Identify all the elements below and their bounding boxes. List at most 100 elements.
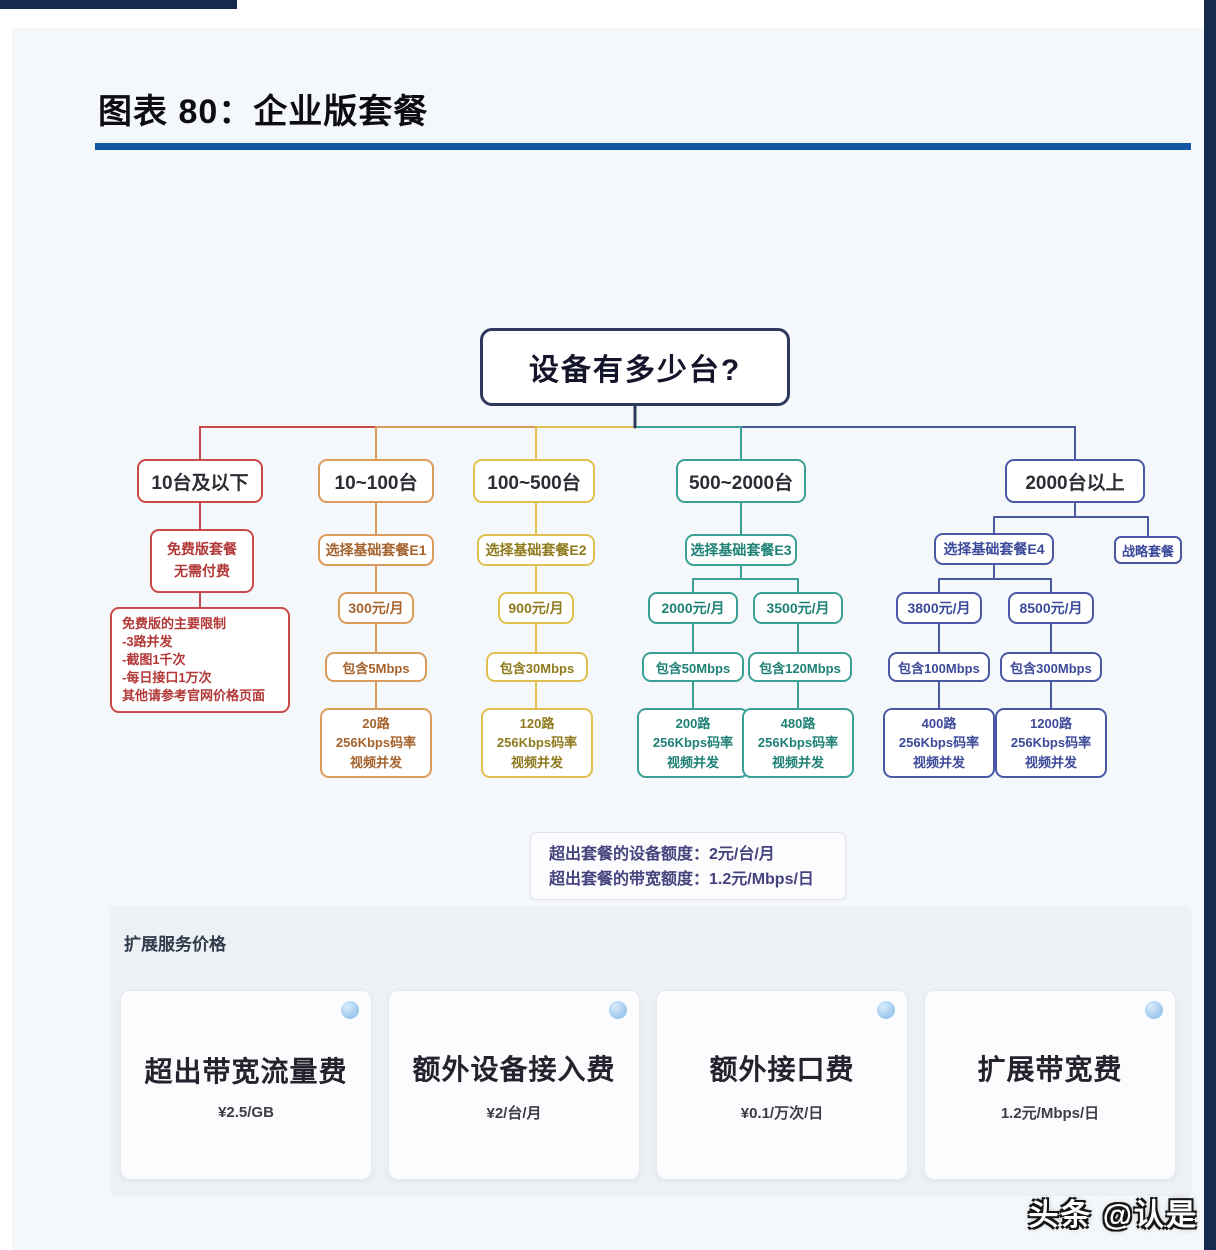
bandwidth-label: 包含50Mbps [655,660,731,676]
root-question-label: 设备有多少台? [528,354,742,387]
package-label: 选择基础套餐E1 [325,542,427,558]
price-node-e1: 300元/月 [338,592,414,624]
package-label: 选择基础套餐E4 [943,541,1045,557]
concurrency-line: 视频并发 [912,754,965,770]
service-card-extra-device: 额外设备接入费 ¥2/台/月 [388,990,640,1180]
range-node-e4: 2000台以上 [1005,459,1145,503]
services-panel: 扩展服务价格 超出带宽流量费 ¥2.5/GB 额外设备接入费 ¥2/台/月 额外… [110,906,1192,1196]
concurrency-line: 20路 [362,715,390,731]
bandwidth-label: 包含5Mbps [342,660,410,676]
package-node-free: 免费版套餐 无需付费 [150,529,254,593]
range-node-free: 10台及以下 [137,459,263,503]
service-card-name: 超出带宽流量费 [144,1055,348,1087]
bandwidth-node-e4a: 包含100Mbps [888,652,990,682]
bandwidth-node-e1: 包含5Mbps [325,652,427,682]
limits-line: 免费版的主要限制 [122,616,227,631]
package-label: 选择基础套餐E3 [690,542,792,558]
concurrency-line: 256Kbps码率 [652,735,734,751]
overage-line: 超出套餐的带宽额度：1.2元/Mbps/日 [549,871,814,888]
bandwidth-label: 包含120Mbps [759,660,841,676]
bandwidth-label: 包含30Mbps [499,660,575,676]
range-label: 2000台以上 [1025,472,1125,494]
package-label: 战略套餐 [1121,543,1174,559]
concurrency-node-e4a: 400路 256Kbps码率 视频并发 [883,708,995,778]
concurrency-line: 400路 [921,715,957,731]
package-node-e3: 选择基础套餐E3 [685,534,797,566]
service-card-name: 额外设备接入费 [412,1053,616,1085]
price-node-e3a: 2000元/月 [648,592,738,624]
services-panel-title: 扩展服务价格 [124,935,226,954]
concurrency-line: 视频并发 [771,754,824,770]
limits-line: -截图1千次 [122,652,186,667]
concurrency-line: 视频并发 [1024,754,1077,770]
service-card-price: ¥2.5/GB [218,1103,274,1121]
price-label: 3500元/月 [766,600,830,616]
concurrency-line: 256Kbps码率 [335,735,417,751]
concurrency-node-e3b: 480路 256Kbps码率 视频并发 [742,708,854,778]
concurrency-line: 256Kbps码率 [1010,735,1092,751]
service-card-name: 扩展带宽费 [977,1053,1123,1085]
overage-note: 超出套餐的设备额度：2元/台/月 超出套餐的带宽额度：1.2元/Mbps/日 [530,832,846,900]
concurrency-line: 视频并发 [510,754,563,770]
concurrency-line: 256Kbps码率 [757,735,839,751]
price-label: 900元/月 [508,600,564,616]
price-node-e4b: 8500元/月 [1008,592,1094,624]
package-node-e1: 选择基础套餐E1 [318,534,434,566]
package-label: 选择基础套餐E2 [485,542,587,558]
price-label: 300元/月 [348,600,404,616]
concurrency-node-e3a: 200路 256Kbps码率 视频并发 [637,708,749,778]
root-question-node: 设备有多少台? [480,328,790,406]
price-label: 2000元/月 [661,600,725,616]
info-dot-icon [1145,1001,1163,1019]
package-node-e4: 选择基础套餐E4 [934,533,1054,565]
bandwidth-node-e2: 包含30Mbps [486,652,588,682]
info-dot-icon [877,1001,895,1019]
figure-title: 图表 80：企业版套餐 [98,93,429,131]
bandwidth-label: 包含100Mbps [898,660,980,676]
page-frame-right [1204,0,1216,1250]
overage-line: 超出套餐的设备额度：2元/台/月 [549,846,775,863]
range-label: 100~500台 [487,472,581,494]
concurrency-line: 200路 [675,715,711,731]
price-node-e3b: 3500元/月 [753,592,843,624]
range-node-e3: 500~2000台 [676,459,806,503]
concurrency-line: 1200路 [1030,715,1072,731]
range-label: 500~2000台 [688,472,794,494]
watermark: 头条 @认是 [1028,1199,1198,1232]
concurrency-node-e4b: 1200路 256Kbps码率 视频并发 [995,708,1107,778]
concurrency-line: 480路 [780,715,816,731]
concurrency-line: 256Kbps码率 [898,735,980,751]
service-card-price: ¥2/台/月 [486,1104,542,1122]
page-frame-top [0,0,237,9]
concurrency-line: 视频并发 [666,754,719,770]
price-node-e2: 900元/月 [498,592,574,624]
package-label: 免费版套餐 [167,541,237,558]
bandwidth-label: 包含300Mbps [1010,660,1092,676]
limits-line: -3路并发 [122,634,173,649]
price-label: 3800元/月 [907,600,971,616]
service-card-name: 额外接口费 [709,1053,855,1085]
bandwidth-node-e3a: 包含50Mbps [642,652,744,682]
concurrency-line: 256Kbps码率 [496,735,578,751]
package-label: 无需付费 [174,563,230,579]
range-node-e2: 100~500台 [473,459,595,503]
bandwidth-node-e3b: 包含120Mbps [748,652,852,682]
info-dot-icon [609,1001,627,1019]
package-node-e2: 选择基础套餐E2 [477,534,595,566]
service-card-price: ¥0.1/万次/日 [740,1104,824,1122]
concurrency-line: 视频并发 [349,754,402,770]
range-label: 10~100台 [334,472,418,494]
range-label: 10台及以下 [151,472,249,494]
bandwidth-node-e4b: 包含300Mbps [1000,652,1102,682]
concurrency-line: 120路 [519,715,555,731]
price-node-e4a: 3800元/月 [896,592,982,624]
service-card-price: 1.2元/Mbps/日 [1000,1104,1100,1122]
limits-line: -每日接口1万次 [122,670,212,685]
title-rule [95,143,1191,150]
concurrency-node-e2: 120路 256Kbps码率 视频并发 [481,708,593,778]
service-card-extend-bandwidth: 扩展带宽费 1.2元/Mbps/日 [924,990,1176,1180]
service-card-bandwidth-overage: 超出带宽流量费 ¥2.5/GB [120,990,372,1180]
info-dot-icon [341,1001,359,1019]
